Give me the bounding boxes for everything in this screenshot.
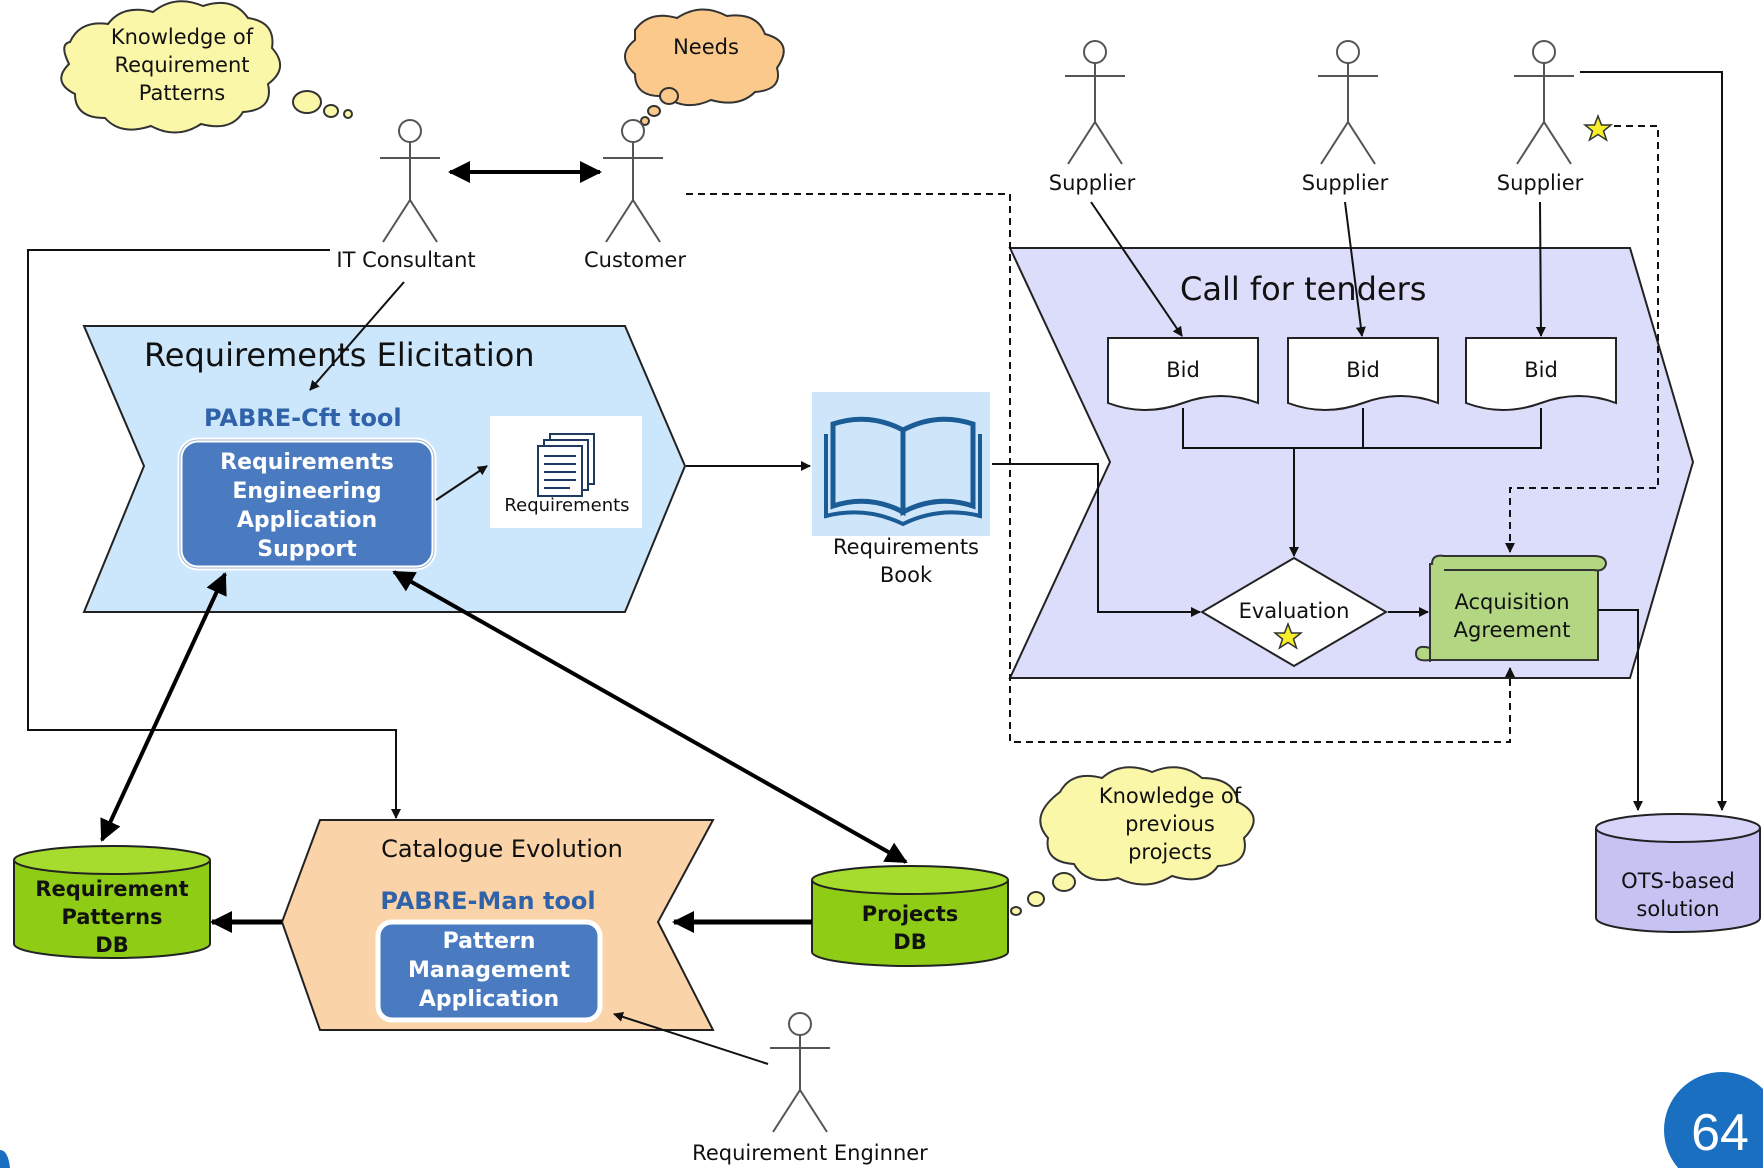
bid-document-2: Bid (1287, 337, 1439, 411)
customer-actor (603, 119, 663, 243)
page-number-badge: 64 (1664, 1072, 1763, 1168)
supplier-2-actor (1318, 40, 1378, 165)
catalogue-app-line-2: Management (408, 958, 570, 983)
evaluation-diamond: Evaluation (1200, 556, 1388, 668)
requirement-engineer-label: Requirement Enginner (692, 1141, 928, 1165)
projects-db-line-1: Projects (862, 902, 959, 926)
stick-figure-icon (1318, 40, 1378, 165)
supplier-2-label: Supplier (1302, 171, 1389, 195)
projects-db-line-2: DB (893, 930, 926, 954)
supplier-1-to-bid (1090, 201, 1183, 337)
requirements-document-card: Requirements (490, 416, 642, 528)
elicitation-app-line-1: Requirements (220, 450, 394, 475)
agreement-to-ots (1598, 609, 1643, 811)
ots-line-1: OTS-based (1621, 869, 1735, 893)
catalogue-app-line-3: Application (419, 987, 559, 1012)
supplier-3-actor (1514, 40, 1574, 165)
bid-2-label: Bid (1346, 358, 1380, 382)
ots-solution-db: OTS-based solution (1595, 813, 1761, 933)
bid-document-1: Bid (1107, 337, 1259, 411)
bid-3-label: Bid (1524, 358, 1558, 382)
agreement-line-2: Agreement (1454, 618, 1571, 642)
page-number: 64 (1691, 1104, 1749, 1162)
acquisition-agreement-scroll: Acquisition Agreement (1414, 554, 1608, 662)
documents-icon (537, 433, 595, 497)
stick-figure-icon (770, 1012, 830, 1133)
thought-req-patterns-line-3: Patterns (139, 81, 226, 105)
requirements-book-line-1: Requirements (833, 535, 979, 559)
elicitation-app-line-3: Application (237, 508, 377, 533)
catalogue-tool: PABRE-Man tool (380, 887, 595, 915)
agreement-line-1: Acquisition (1454, 590, 1569, 614)
thought-previous-line-2: previous (1125, 812, 1215, 836)
stick-figure-icon (603, 119, 663, 243)
pattern-management-application-box[interactable]: Pattern Management Application (375, 919, 603, 1023)
supplier-2-to-bid (1344, 201, 1366, 337)
book-to-evaluation (992, 463, 1201, 617)
elicitation-app-line-2: Engineering (232, 479, 381, 504)
elicitation-app-line-4: Support (257, 537, 357, 562)
ots-line-2: solution (1636, 897, 1719, 921)
thought-cloud-icon (60, 0, 281, 134)
patterns-db-line-2: Patterns (61, 905, 162, 929)
star-icon (1272, 621, 1304, 650)
thought-req-patterns-line-1: Knowledge of (111, 25, 254, 49)
patterns-db-line-3: DB (95, 933, 128, 957)
corner-decoration (0, 1150, 10, 1168)
bid-document-3: Bid (1465, 337, 1617, 411)
requirements-application-box[interactable]: Requirements Engineering Application Sup… (177, 437, 437, 571)
requirements-document-label: Requirements (504, 495, 629, 516)
customer-label: Customer (584, 248, 686, 272)
stick-figure-icon (1514, 40, 1574, 165)
requirements-book: Requirements Book (812, 392, 990, 587)
thought-cloud-previous-projects: Knowledge of previous projects (1010, 766, 1255, 916)
requirements-book-line-2: Book (880, 563, 933, 587)
tenders-title: Call for tenders (1180, 270, 1426, 308)
supplier-1-actor (1065, 40, 1125, 165)
patterns-db-line-1: Requirement (35, 877, 188, 901)
engineer-to-pattern-app (613, 1012, 769, 1065)
app-to-requirements-doc (435, 465, 488, 501)
customer-to-agreement-dashed (686, 193, 1515, 743)
thought-cloud-needs: Needs (624, 8, 785, 126)
app-patterns-db-link (100, 572, 227, 842)
consultant-to-elicitation (309, 281, 405, 391)
catalogue-title: Catalogue Evolution (381, 835, 623, 863)
catalogue-app-line-1: Pattern (443, 929, 536, 954)
stick-figure-icon (1065, 40, 1125, 165)
thought-cloud-icon (1039, 766, 1255, 886)
thought-req-patterns-line-2: Requirement (114, 53, 249, 77)
supplier-3-to-bid (1535, 201, 1546, 337)
app-projects-db-link (392, 570, 908, 864)
stick-figure-icon (380, 119, 440, 243)
evaluation-label: Evaluation (1239, 599, 1350, 623)
thought-previous-line-1: Knowledge of (1099, 784, 1242, 808)
supplier-3-label: Supplier (1497, 171, 1584, 195)
requirement-patterns-db: Requirement Patterns DB (13, 845, 211, 959)
elicitation-tool: PABRE-Cft tool (204, 404, 402, 432)
supplier-to-ots (1580, 71, 1727, 811)
projects-db: Projects DB (811, 865, 1009, 967)
thought-needs-text: Needs (673, 35, 739, 59)
star-icon (1582, 113, 1614, 142)
thought-cloud-requirement-patterns: Knowledge of Requirement Patterns (60, 0, 353, 134)
requirement-engineer-actor (770, 1012, 830, 1133)
thought-previous-line-3: projects (1128, 840, 1212, 864)
supplier-to-agreement-dashed (1505, 125, 1659, 553)
book-icon (824, 416, 982, 527)
bid-1-label: Bid (1166, 358, 1200, 382)
it-consultant-actor (380, 119, 440, 243)
it-consultant-label: IT Consultant (336, 248, 475, 272)
supplier-1-label: Supplier (1049, 171, 1136, 195)
thought-cloud-icon (624, 8, 785, 107)
